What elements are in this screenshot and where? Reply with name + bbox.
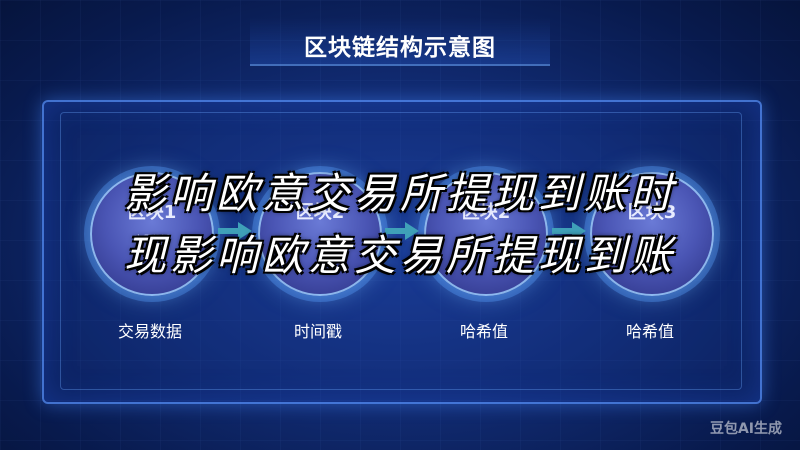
title-bar: [250, 18, 550, 66]
block-node-sub: 数据: [642, 235, 661, 245]
block-node-sub: 交易数据: [133, 235, 170, 245]
block-node-title: 区块2: [295, 202, 345, 223]
block-node-title: 区块2: [461, 202, 511, 223]
block-node-3: 区块2: [424, 172, 548, 296]
arrow-right-icon: [552, 222, 586, 240]
block-label: 时间戳: [293, 322, 342, 341]
block-label: 交易数据: [117, 322, 182, 341]
block-node-1: 区块1 交易数据: [90, 172, 214, 296]
block-node-2: 区块2: [258, 172, 382, 296]
block-node-title: 区块3: [627, 202, 677, 223]
arrow-right-icon: [218, 222, 252, 240]
block-node-title: 区块1: [127, 202, 177, 223]
block-label: 哈希值: [459, 322, 508, 341]
overlay-text-line-2: 现影响欧意交易所提现到账: [123, 231, 676, 280]
block-node-4: 区块3 数据: [590, 172, 714, 296]
block-label: 哈希值: [625, 322, 674, 341]
diagram-title: 区块链结构示意图: [304, 35, 496, 61]
overlay-text-line-1: 影响欧意交易所提现到账时: [123, 169, 676, 218]
watermark: 豆包AI生成: [709, 421, 782, 437]
arrow-right-icon: [385, 222, 419, 240]
diagram-panel-inner: [60, 112, 742, 390]
